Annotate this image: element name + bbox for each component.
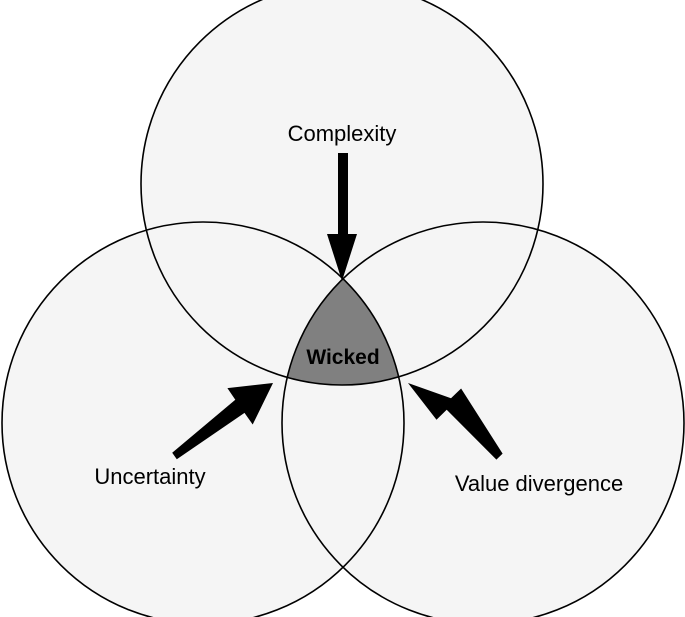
uncertainty-label: Uncertainty	[94, 464, 205, 489]
value-divergence-label: Value divergence	[455, 471, 623, 496]
uncertainty-arrow	[172, 383, 273, 460]
complexity-circle-outline	[140, 0, 544, 386]
uncertainty-circle	[2, 222, 404, 617]
uncertainty-circle-outline	[1, 221, 405, 617]
value-divergence-circle	[282, 222, 684, 617]
value-divergence-circle-outline	[281, 221, 685, 617]
wicked-label: Wicked	[306, 346, 379, 369]
complexity-arrow	[327, 153, 357, 281]
value-divergence-arrow	[408, 383, 503, 460]
complexity-label: Complexity	[288, 121, 397, 146]
